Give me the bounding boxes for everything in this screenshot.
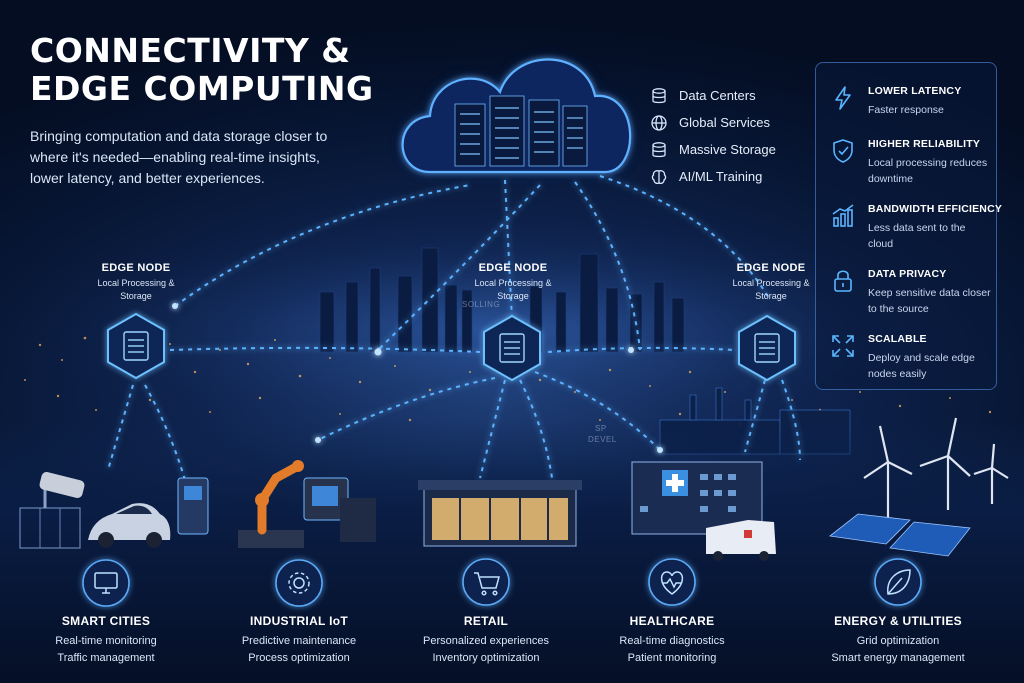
- retail-store-illustration: [418, 480, 582, 547]
- faint-label: SOLLING: [462, 300, 501, 309]
- database-icon: [652, 87, 666, 103]
- connection-lines: [107, 175, 801, 481]
- security-camera-illustration: [19, 472, 85, 549]
- edge-node-label-right: EDGE NODE Local Processing & Storage: [716, 262, 826, 303]
- cloud-item-label: Global Services: [679, 115, 771, 130]
- cloud-item-massive-storage: Massive Storage: [650, 136, 776, 163]
- benefit-desc: Faster response: [868, 104, 944, 116]
- title-line-2: EDGE COMPUTING: [30, 69, 374, 108]
- edge-node-label-center: EDGE NODE Local Processing & Storage: [458, 262, 568, 303]
- cloud-item-data-centers: Data Centers: [650, 82, 776, 109]
- use-case-line: Traffic management: [57, 652, 155, 664]
- cloud-item-label: Data Centers: [679, 88, 756, 103]
- benefit-title: HIGHER RELIABILITY: [868, 138, 981, 150]
- benefit-title: BANDWIDTH EFFICIENCY: [868, 203, 1003, 215]
- use-case-healthcare: HEALTHCARE Real-time diagnostics Patient…: [582, 614, 762, 667]
- use-case-energy-utilities: ENERGY & UTILITIES Grid optimization Sma…: [808, 614, 988, 667]
- ambulance-illustration: [706, 520, 776, 561]
- use-case-line: Personalized experiences: [423, 635, 549, 647]
- hospital-illustration: [631, 461, 763, 535]
- faint-label: SP: [595, 424, 607, 433]
- edge-node-desc: Local Processing & Storage: [732, 278, 810, 301]
- globe-icon: [651, 114, 667, 131]
- bar-chart-icon: [832, 204, 854, 227]
- solar-panel-illustration: [829, 513, 971, 557]
- cloud-item-global-services: Global Services: [650, 109, 776, 136]
- wind-turbine-illustration: [863, 417, 1009, 520]
- expand-icon: [832, 335, 854, 357]
- use-case-line: Grid optimization: [856, 635, 940, 647]
- monitor-icon: [94, 572, 118, 594]
- cloud-item-label: AI/ML Training: [679, 169, 763, 184]
- edge-node-label-left: EDGE NODE Local Processing & Storage: [81, 262, 191, 303]
- use-case-line: Patient monitoring: [627, 652, 717, 664]
- edge-node-desc: Local Processing & Storage: [474, 278, 552, 301]
- use-case-line: Process optimization: [248, 652, 350, 664]
- benefit-desc: Local processing reduces downtime: [868, 157, 988, 185]
- benefit-title: SCALABLE: [868, 333, 927, 345]
- edge-node-title: EDGE NODE: [101, 262, 171, 274]
- cart-icon: [474, 572, 500, 596]
- use-case-line: Smart energy management: [831, 652, 965, 664]
- benefits-panel: LOWER LATENCY Faster response HIGHER REL…: [815, 62, 1002, 390]
- edge-node-desc: Local Processing & Storage: [97, 278, 175, 301]
- use-case-line: Inventory optimization: [432, 652, 540, 664]
- database-icon: [652, 141, 666, 157]
- gear-icon: [288, 572, 310, 594]
- use-case-line: Real-time monitoring: [55, 635, 157, 647]
- use-case-line: Real-time diagnostics: [619, 635, 725, 647]
- use-case-title: RETAIL: [463, 614, 509, 628]
- edge-server-icons: [123, 331, 780, 363]
- city-lights: [24, 336, 992, 425]
- cloud-illustration: [401, 58, 632, 174]
- title-line-1: CONNECTIVITY &: [30, 31, 351, 70]
- car-illustration: [88, 503, 171, 548]
- brain-icon: [651, 169, 667, 184]
- use-case-industrial-iot: INDUSTRIAL IoT Predictive maintenance Pr…: [209, 614, 389, 667]
- faint-label: DEVEL: [588, 435, 617, 444]
- benefit-title: LOWER LATENCY: [868, 85, 962, 97]
- use-case-title: SMART CITIES: [61, 614, 151, 628]
- edge-node-title: EDGE NODE: [478, 262, 548, 274]
- heart-pulse-icon: [660, 571, 684, 595]
- page-subtitle: Bringing computation and data storage cl…: [30, 128, 328, 186]
- benefit-desc: Deploy and scale edge nodes easily: [868, 352, 975, 380]
- shield-check-icon: [833, 139, 853, 163]
- use-case-title: INDUSTRIAL IoT: [250, 614, 348, 628]
- page-title: CONNECTIVITY & EDGE COMPUTING: [30, 32, 390, 108]
- cloud-item-label: Massive Storage: [679, 142, 776, 157]
- robot-arm-illustration: [238, 460, 376, 548]
- glow-points: [172, 303, 663, 453]
- server-rack-icon: [454, 95, 588, 167]
- use-case-title: HEALTHCARE: [629, 614, 715, 628]
- leaf-icon: [887, 569, 911, 595]
- use-case-retail: RETAIL Personalized experiences Inventor…: [396, 614, 576, 667]
- charging-station-illustration: [177, 477, 209, 535]
- edge-node-title: EDGE NODE: [736, 262, 806, 274]
- cloud-item-ai-ml-training: AI/ML Training: [650, 163, 776, 190]
- lightning-icon: [835, 86, 851, 110]
- cloud-feature-list: Data Centers Global Services Massive Sto…: [650, 82, 776, 190]
- lock-icon: [834, 270, 852, 292]
- benefit-title: DATA PRIVACY: [868, 268, 947, 280]
- benefit-desc: Keep sensitive data closer to the source: [868, 287, 991, 315]
- edge-node-hexagons: [107, 312, 796, 382]
- use-case-smart-cities: SMART CITIES Real-time monitoring Traffi…: [16, 614, 196, 667]
- benefit-desc: Less data sent to the cloud: [868, 222, 966, 250]
- use-case-title: ENERGY & UTILITIES: [834, 614, 962, 628]
- use-case-line: Predictive maintenance: [241, 635, 357, 647]
